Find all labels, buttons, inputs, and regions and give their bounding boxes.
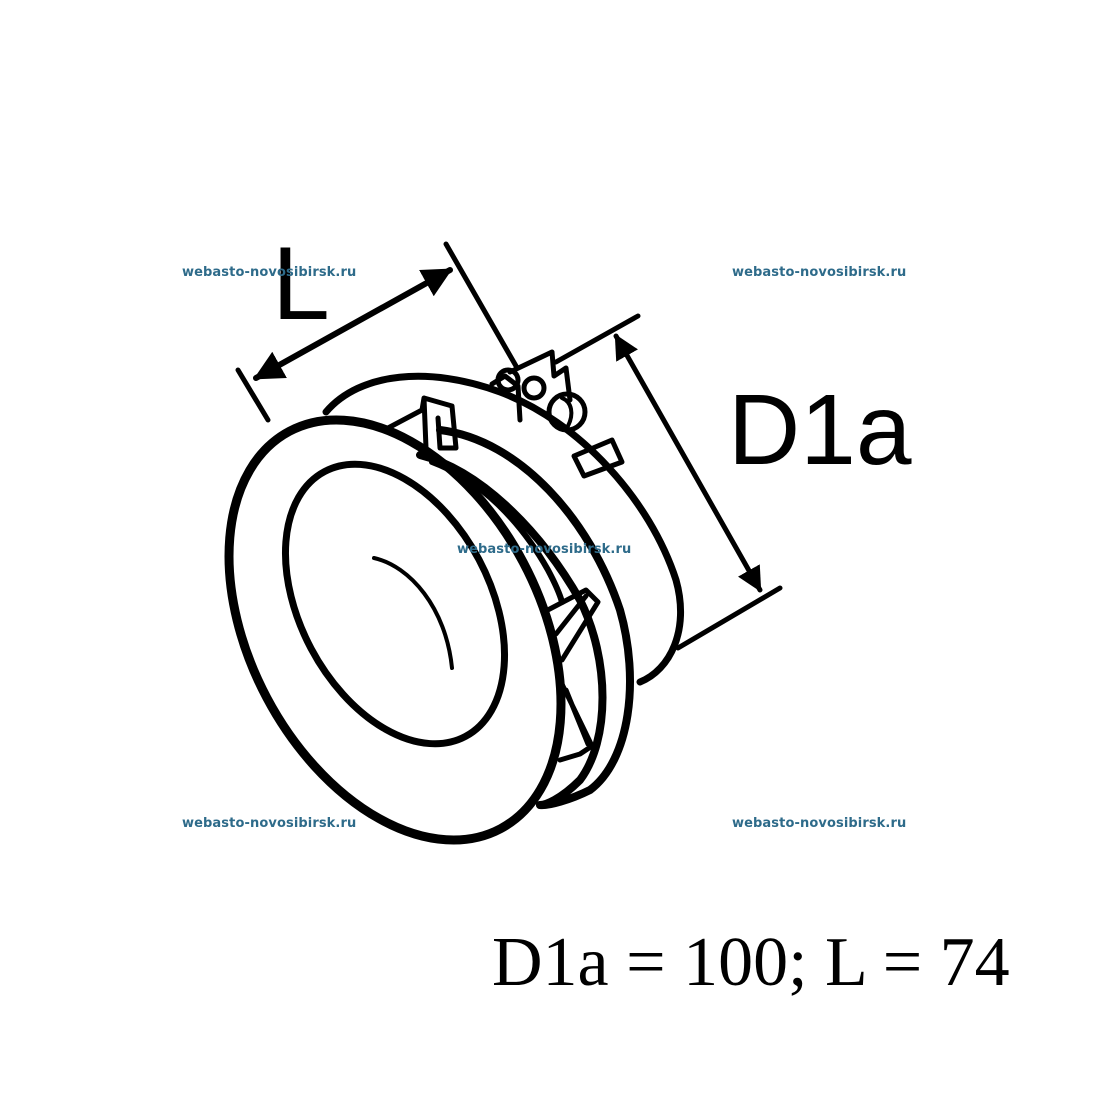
length-extension-right — [443, 241, 519, 369]
dimension-caption: D1a = 100; L = 74 — [492, 924, 1010, 1001]
rear-ring-front-edge — [416, 451, 607, 809]
diameter-dimension — [553, 313, 783, 651]
grille-highlight-arc — [372, 556, 454, 670]
watermark-top-right: webasto-novosibirsk.ru — [732, 265, 907, 280]
clamp-band-end — [571, 437, 625, 479]
flange-outer-edge — [224, 415, 566, 845]
top-clip — [385, 395, 459, 451]
length-arrow — [253, 267, 453, 381]
hose-clamp — [489, 349, 625, 479]
diameter-extension-bottom — [675, 585, 783, 651]
clamp-screw — [546, 391, 588, 433]
length-extension-left — [235, 367, 271, 423]
watermark-center: webasto-novosibirsk.ru — [457, 542, 632, 557]
watermark-top-left: webasto-novosibirsk.ru — [182, 265, 357, 280]
diameter-label: D1a — [728, 374, 912, 486]
clamp-tab-left — [495, 367, 521, 393]
rear-housing — [322, 372, 684, 810]
rear-ring-back-edge — [436, 426, 634, 810]
length-dimension — [235, 241, 519, 423]
diameter-extension-top — [553, 313, 641, 365]
length-label: L — [272, 226, 330, 342]
flange-inner-edge — [281, 460, 509, 748]
diameter-arrow — [613, 333, 763, 593]
mounting-clips — [385, 395, 601, 763]
right-clip-upper — [541, 587, 601, 663]
screw-slot — [560, 396, 574, 428]
front-flange — [224, 415, 566, 845]
clamp-tab-middle — [521, 375, 547, 401]
watermark-bottom-right: webasto-novosibirsk.ru — [732, 816, 907, 831]
right-clip-lower — [557, 677, 595, 763]
watermark-bottom-left: webasto-novosibirsk.ru — [182, 816, 357, 831]
